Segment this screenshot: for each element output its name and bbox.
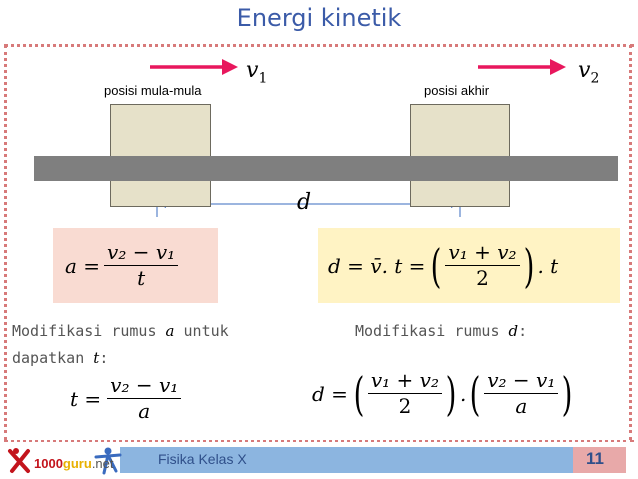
formula-distance-modified: d = ( v₁ + v₂ 2 ) . ( v₂ − v₁ a ) xyxy=(312,366,573,421)
formula-acceleration: a = v₂ − v₁ t xyxy=(53,228,218,303)
paren-left-icon: ( xyxy=(353,366,365,421)
paren-right-icon: ) xyxy=(561,366,573,421)
block-final xyxy=(410,104,510,207)
floor-surface xyxy=(34,156,618,181)
logo-person-icon xyxy=(94,447,122,475)
top-dotted-divider xyxy=(4,44,634,47)
velocity-arrows xyxy=(150,59,566,217)
paren-right-icon: ) xyxy=(523,238,534,293)
caption-left: Modifikasi rumus a untuk dapatkan t: xyxy=(12,322,229,367)
initial-position-label: posisi mula-mula xyxy=(104,83,202,98)
page-number: 11 xyxy=(586,449,604,468)
footer-page-bar xyxy=(573,447,626,473)
v2-label: v2 xyxy=(578,58,600,87)
v1-label: v1 xyxy=(246,58,268,87)
footer-bar xyxy=(120,447,626,473)
paren-left-icon: ( xyxy=(431,238,442,293)
right-dotted-divider xyxy=(629,45,632,440)
distance-label: d xyxy=(297,190,312,215)
formula-distance: d = v̄. t = ( v₁ + v₂ 2 ) . t xyxy=(318,228,620,303)
motion-diagram: v1 v2 posisi mula-mula posisi akhir d xyxy=(0,50,638,225)
left-dotted-divider xyxy=(4,45,7,440)
block-initial xyxy=(110,104,211,207)
formula-d-tail: . t xyxy=(537,253,559,278)
logo-text: 1000guru.net xyxy=(34,456,114,471)
formula-a-fraction: v₂ − v₁ t xyxy=(104,240,179,291)
logo-x-icon xyxy=(8,448,30,473)
final-position-label: posisi akhir xyxy=(424,83,490,98)
page-title: Energi kinetik xyxy=(236,4,402,32)
arrow-v2-icon xyxy=(478,59,566,75)
course-title: Fisika Kelas X xyxy=(158,451,247,467)
formula-d-lhs: d = v̄. t = xyxy=(328,253,426,278)
formula-d-fraction: v₁ + v₂ 2 xyxy=(445,240,520,291)
arrow-v1-icon xyxy=(150,59,238,75)
paren-right-icon: ) xyxy=(445,366,457,421)
bottom-dotted-divider xyxy=(4,440,634,443)
paren-left-icon: ( xyxy=(469,366,481,421)
logo: 1000guru.net xyxy=(6,445,124,475)
formula-a-lhs: a = xyxy=(65,253,101,278)
formula-time: t = v₂ − v₁ a xyxy=(70,373,182,424)
caption-right: Modifikasi rumus d: xyxy=(355,322,528,340)
